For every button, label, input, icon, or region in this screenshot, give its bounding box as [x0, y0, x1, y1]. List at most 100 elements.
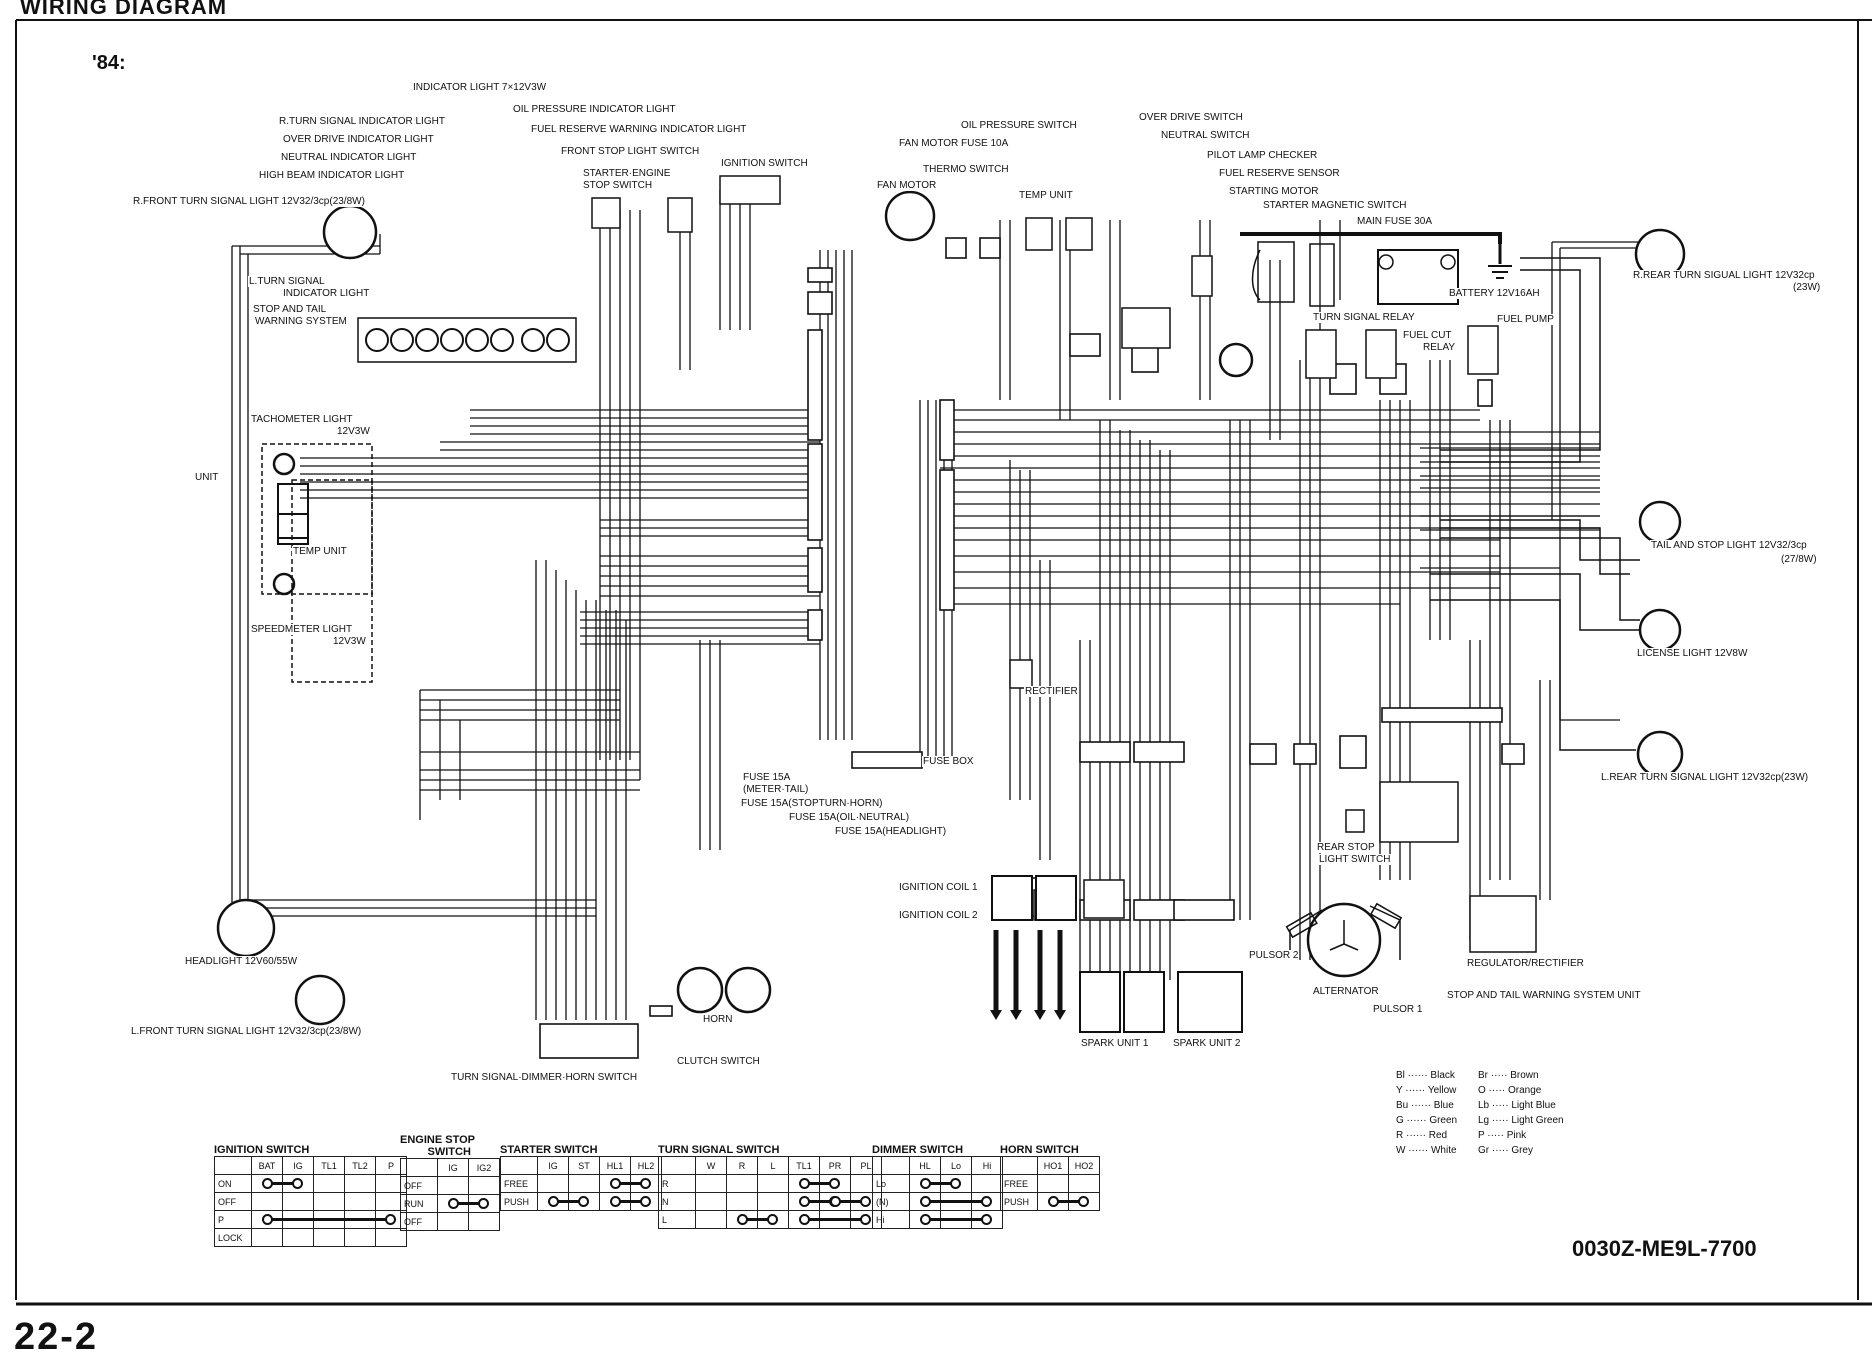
- label-horn: HORN: [702, 1014, 734, 1025]
- switch-position: PUSH: [500, 1192, 538, 1211]
- switch-cell: [568, 1174, 600, 1193]
- switch-col-header: R: [726, 1156, 758, 1175]
- switch-row: OFF: [400, 1212, 500, 1231]
- label-overdrive-indicator: OVER DRIVE INDICATOR LIGHT: [282, 134, 435, 145]
- switch-col-header: TL1: [788, 1156, 820, 1175]
- label-r-rear-turn-w: (23W): [1792, 282, 1822, 293]
- continuity-terminal: [829, 1177, 840, 1189]
- meter-assembly: [261, 443, 373, 683]
- continuity-terminal: [799, 1195, 810, 1207]
- continuity-bar: [737, 1213, 778, 1225]
- continuity-terminal: [292, 1177, 303, 1189]
- label-main-fuse: MAIN FUSE 30A: [1356, 216, 1434, 227]
- switch-position: N: [658, 1192, 696, 1211]
- label-r-rear-turn: R.REAR TURN SIGUAL LIGHT 12V32cp: [1632, 270, 1816, 281]
- switch-col-header: L: [757, 1156, 789, 1175]
- continuity-terminal: [385, 1213, 396, 1225]
- continuity-bar: [262, 1177, 303, 1189]
- continuity-bar: [262, 1213, 396, 1225]
- label-regulator-rectifier: REGULATOR/RECTIFIER: [1466, 958, 1585, 969]
- label-indicator-light: INDICATOR LIGHT 7×12V3W: [412, 82, 548, 93]
- switch-col-header: TL2: [344, 1156, 376, 1175]
- ignition-system: [991, 875, 1243, 1033]
- switch-cell: [971, 1174, 1003, 1193]
- switch-table-title: DIMMER SWITCH: [872, 1144, 964, 1156]
- label-tail-stop: TAIL AND STOP LIGHT 12V32/3cp: [1650, 540, 1808, 551]
- legend-entry: W ······ White: [1396, 1145, 1457, 1156]
- switch-cell: [251, 1228, 283, 1247]
- continuity-terminal: [767, 1213, 778, 1225]
- continuity-terminal: [1078, 1195, 1089, 1207]
- continuity-terminal: [950, 1177, 961, 1189]
- continuity-bar: [610, 1177, 651, 1189]
- switch-cell: [757, 1174, 789, 1193]
- label-pulsor-2: PULSOR 2: [1248, 950, 1300, 961]
- continuity-terminal: [981, 1195, 992, 1207]
- page-number: 22-2: [14, 1316, 99, 1358]
- label-fuse-meter-tail-2: (METER·TAIL): [742, 784, 810, 795]
- switch-col-header: IG2: [468, 1158, 500, 1177]
- continuity-terminal: [981, 1213, 992, 1225]
- switch-table-title: IGNITION SWITCH: [214, 1144, 310, 1156]
- label-stop-tail-warning: STOP AND TAIL: [252, 304, 328, 315]
- switch-col-header: HO1: [1037, 1156, 1069, 1175]
- label-rear-stop-switch: REAR STOP: [1316, 842, 1376, 853]
- legend-entry: Gr ····· Grey: [1478, 1145, 1533, 1156]
- switch-blocks: [591, 175, 1537, 953]
- switch-position: R: [658, 1174, 696, 1193]
- continuity-terminal: [610, 1177, 621, 1189]
- legend-entry: Lb ····· Light Blue: [1478, 1100, 1556, 1111]
- switch-col-header: TL1: [313, 1156, 345, 1175]
- continuity-terminal: [830, 1195, 841, 1207]
- continuity-bar: [799, 1213, 871, 1225]
- label-ignition-switch: IGNITION SWITCH: [720, 158, 809, 169]
- switch-row: R: [658, 1174, 882, 1193]
- r-front-turn-lamp: [322, 204, 378, 260]
- label-unit: UNIT: [194, 472, 220, 483]
- label-alternator: ALTERNATOR: [1312, 986, 1380, 997]
- switch-row: Hi: [872, 1210, 1003, 1229]
- lamps: [216, 190, 1686, 1026]
- continuity-terminal: [640, 1195, 651, 1207]
- continuity-terminal: [478, 1197, 489, 1209]
- switch-table-title: HORN SWITCH: [1000, 1144, 1079, 1156]
- label-oil-pressure-switch: OIL PRESSURE SWITCH: [960, 120, 1078, 131]
- switch-col-header: [658, 1156, 696, 1175]
- label-r-turn-indicator: R.TURN SIGNAL INDICATOR LIGHT: [278, 116, 446, 127]
- switch-cell: [695, 1210, 727, 1229]
- label-tachometer-light-v: 12V3W: [336, 426, 371, 437]
- label-clutch-switch: CLUTCH SWITCH: [676, 1056, 761, 1067]
- switch-cell: [537, 1174, 569, 1193]
- continuity-terminal: [548, 1195, 559, 1207]
- label-starting-motor: STARTING MOTOR: [1228, 186, 1320, 197]
- license-lamp: [1638, 608, 1682, 652]
- legend-entry: Y ······ Yellow: [1396, 1085, 1457, 1096]
- page-title: WIRING DIAGRAM: [20, 0, 228, 19]
- switch-cell: [313, 1228, 345, 1247]
- label-starter-engine-stop-2: STOP SWITCH: [582, 180, 654, 191]
- label-ignition-coil-2: IGNITION COIL 2: [898, 910, 979, 921]
- switch-table-title: ENGINE STOP SWITCH: [400, 1134, 475, 1158]
- switch-position: (N): [872, 1192, 910, 1211]
- label-high-beam-indicator: HIGH BEAM INDICATOR LIGHT: [258, 170, 406, 181]
- label-turn-signal-relay: TURN SIGNAL RELAY: [1312, 312, 1416, 323]
- switch-row: ON: [214, 1174, 407, 1193]
- label-l-front-turn: L.FRONT TURN SIGNAL LIGHT 12V32/3cp(23/8…: [130, 1026, 363, 1037]
- label-neutral-switch: NEUTRAL SWITCH: [1160, 130, 1251, 141]
- label-battery: BATTERY 12V16AH: [1448, 288, 1541, 299]
- switch-cell: [1037, 1174, 1069, 1193]
- starting-motor: [1218, 342, 1254, 378]
- label-fuel-cut-relay: FUEL CUT: [1402, 330, 1453, 341]
- label-thermo-switch: THERMO SWITCH: [922, 164, 1010, 175]
- tail-stop-lamp: [1638, 500, 1682, 544]
- connector-blocks: [539, 237, 1525, 1059]
- label-fan-motor-fuse: FAN MOTOR FUSE 10A: [898, 138, 1010, 149]
- switch-cell: [1068, 1174, 1100, 1193]
- label-rear-stop-switch-2: LIGHT SWITCH: [1318, 854, 1392, 865]
- continuity-bar: [799, 1177, 840, 1189]
